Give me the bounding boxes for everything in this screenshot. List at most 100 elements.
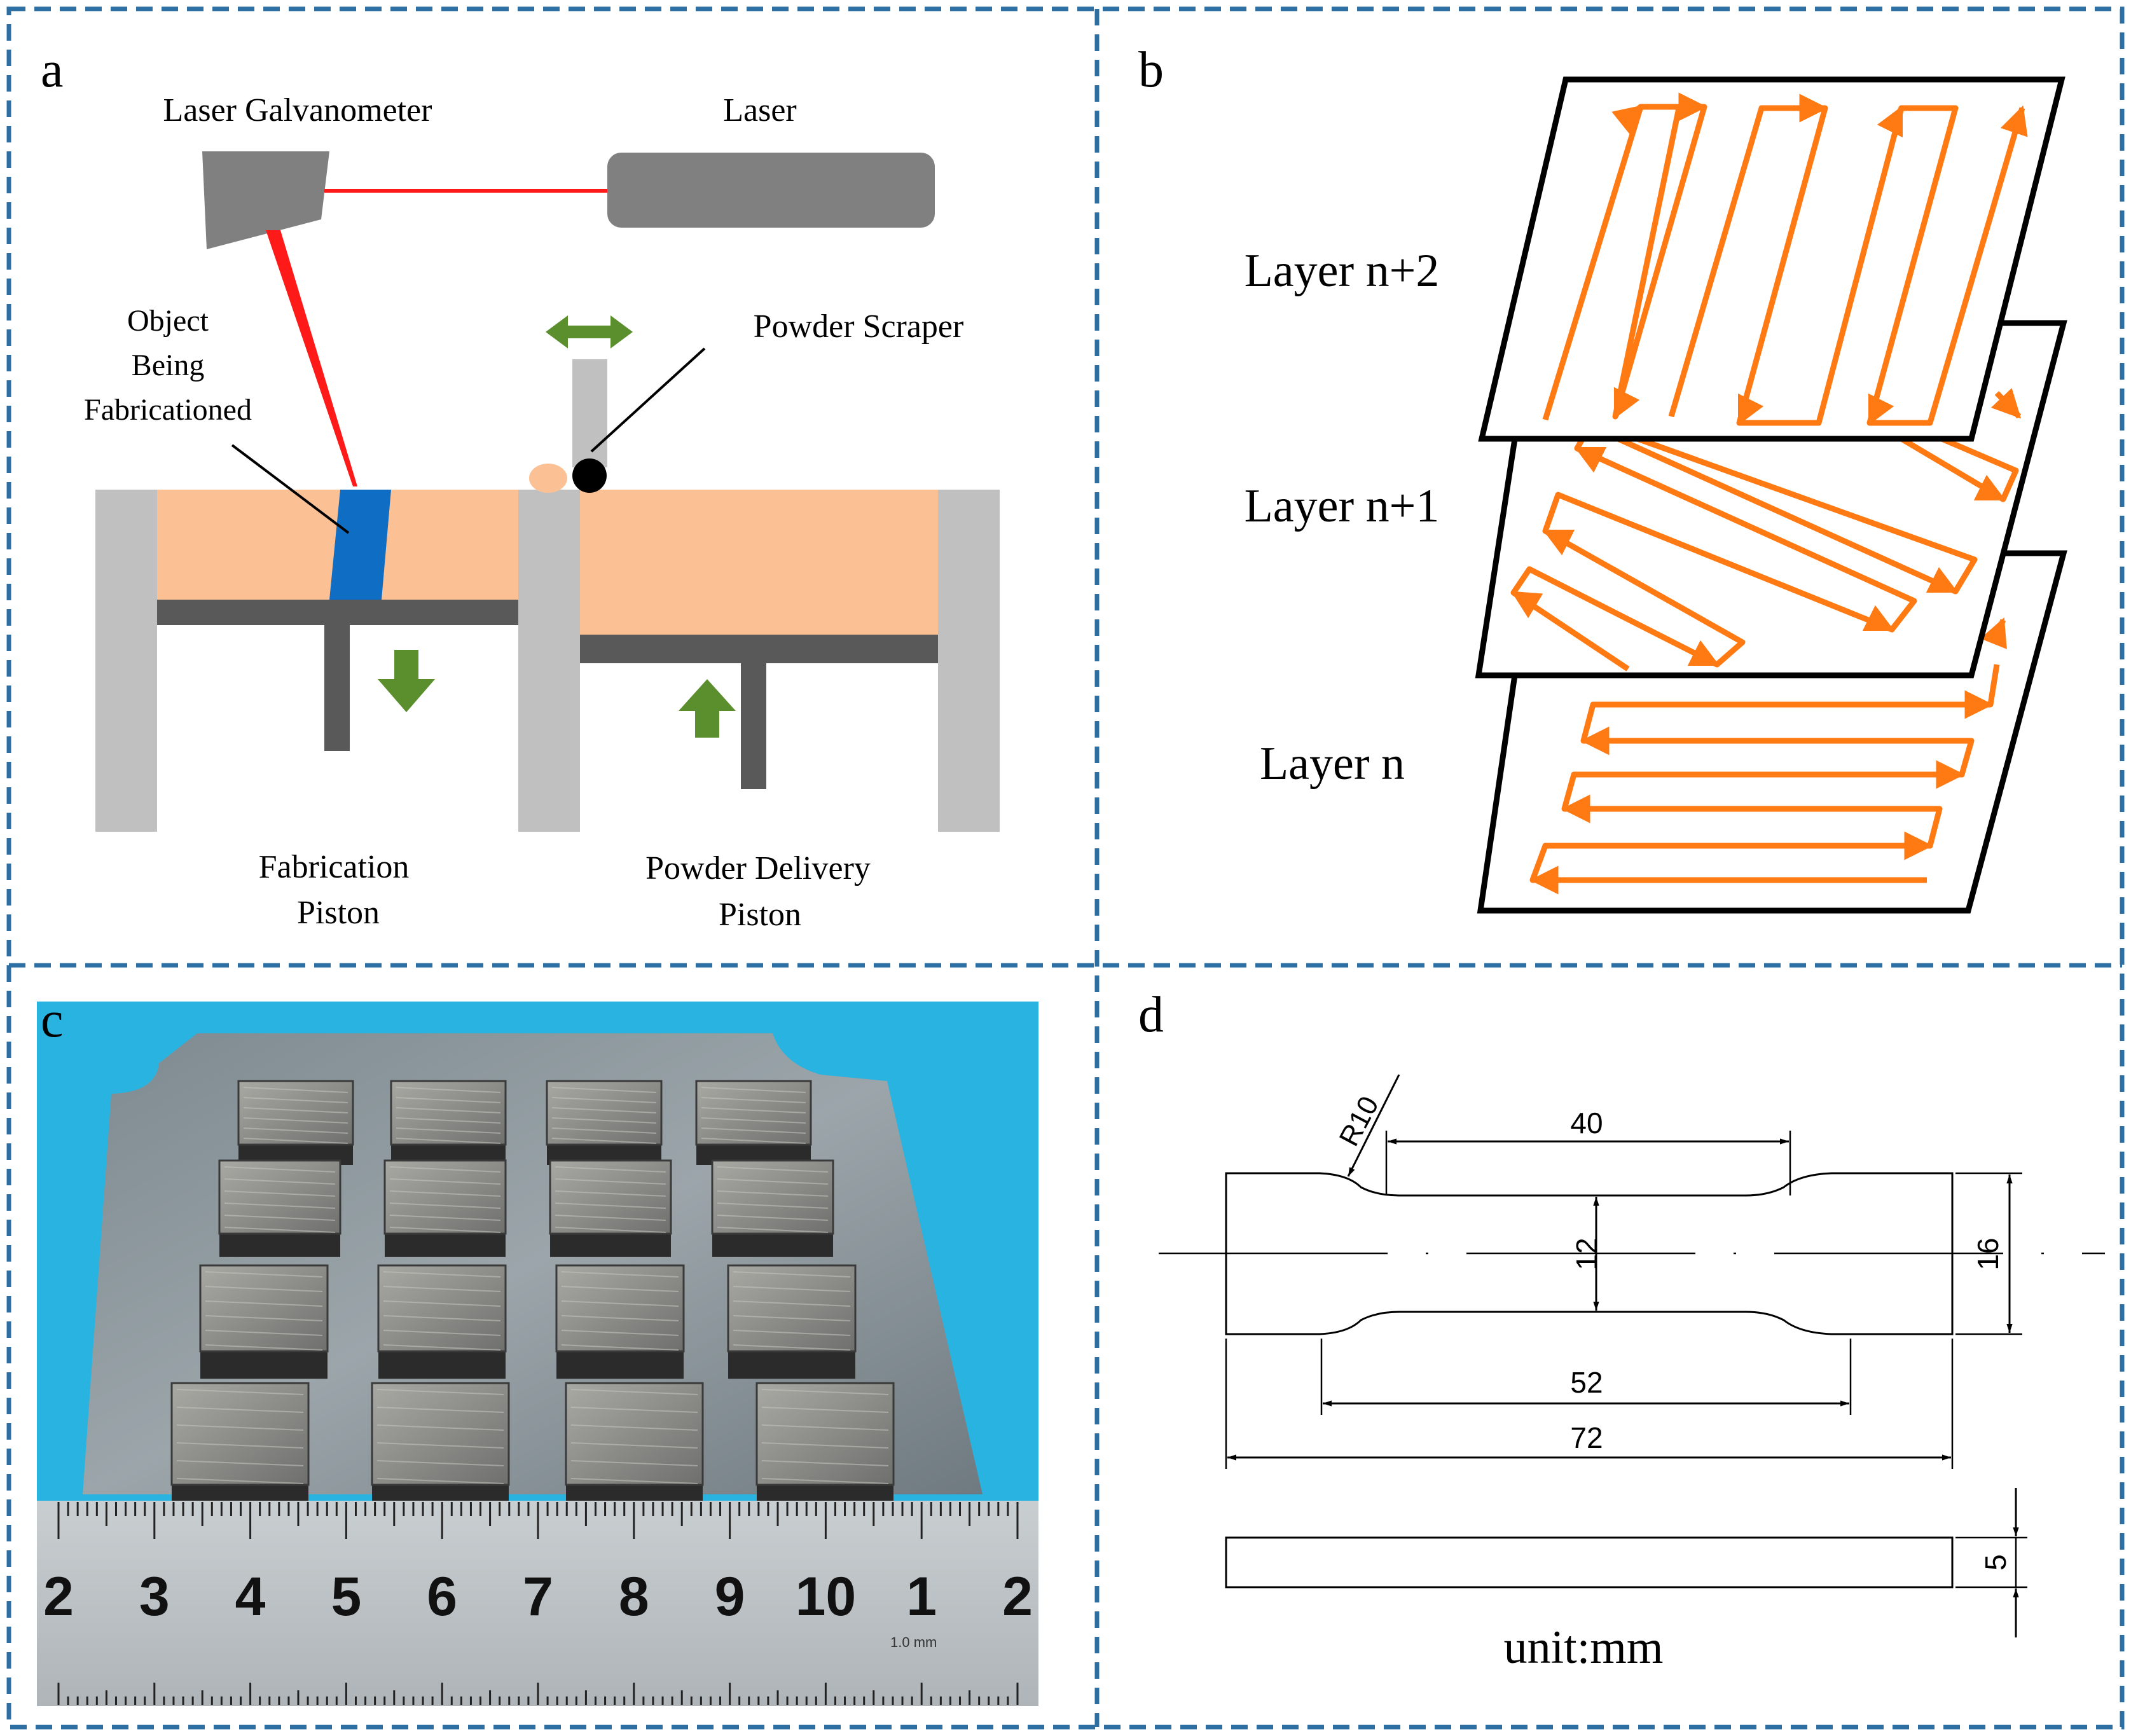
middle-wall <box>518 490 580 832</box>
scan-texture-line <box>243 1127 348 1134</box>
printed-block-top <box>383 1159 507 1235</box>
right-wall <box>938 490 1000 832</box>
layer-n-scan-path <box>1529 617 2007 895</box>
printed-block-top <box>565 1382 704 1486</box>
scan-texture-line <box>717 1190 829 1197</box>
printed-block <box>170 1382 310 1518</box>
layer-n1-scan-path <box>1510 388 2022 672</box>
scan-texture-line <box>761 1442 889 1449</box>
printed-block <box>218 1159 341 1257</box>
scan-texture-line <box>551 1107 657 1113</box>
scan-texture-line <box>555 1178 666 1185</box>
scan-texture-line <box>176 1389 304 1395</box>
panel-c-letter: c <box>41 992 64 1048</box>
scan-texture-line <box>761 1460 889 1466</box>
scan-texture-line <box>396 1117 501 1124</box>
scan-texture-line <box>396 1138 501 1144</box>
printed-block <box>377 1264 507 1379</box>
scan-texture-line <box>555 1215 666 1221</box>
scan-texture-line <box>224 1227 336 1233</box>
printed-block-top <box>218 1159 341 1235</box>
scan-texture-line <box>561 1315 679 1321</box>
panel-b-letter: b <box>1138 42 1164 98</box>
scan-texture-line <box>555 1166 666 1173</box>
delivery-piston-label-line1: Powder Delivery <box>645 850 871 886</box>
scan-texture-line <box>761 1389 889 1395</box>
radius-leader <box>1347 1074 1400 1177</box>
printed-block <box>383 1159 507 1257</box>
printed-block <box>546 1080 663 1165</box>
scan-texture-line <box>570 1460 698 1466</box>
dogbone-specimen <box>1225 1172 1954 1335</box>
ruler-number: 2 <box>1002 1566 1033 1627</box>
scan-texture-line <box>389 1166 501 1173</box>
scan-texture-line <box>205 1330 323 1336</box>
dim-12-label: 12 <box>1570 1237 1603 1270</box>
ruler-number: 3 <box>139 1566 170 1627</box>
scan-texture-line <box>389 1227 501 1233</box>
scan-texture-line <box>733 1330 851 1336</box>
panel-a-letter: a <box>41 42 64 98</box>
galvanometer-head <box>202 151 329 249</box>
ruler-number: 5 <box>331 1566 361 1627</box>
scan-texture-line <box>376 1407 504 1413</box>
scan-texture-line <box>376 1460 504 1466</box>
printed-block-top <box>711 1159 834 1235</box>
scan-texture-line <box>701 1117 806 1124</box>
powder-scraper-label: Powder Scraper <box>754 308 964 345</box>
printed-block <box>565 1382 704 1518</box>
delivery-piston-plate <box>580 635 938 663</box>
scan-texture-line <box>701 1127 806 1134</box>
printed-block <box>727 1264 857 1379</box>
scan-texture-line <box>224 1215 336 1221</box>
scan-texture-line <box>701 1107 806 1113</box>
radius-label: R10 <box>1334 1091 1385 1151</box>
ruler-ticks <box>57 1502 1019 1705</box>
ruler-number: 2 <box>43 1566 74 1627</box>
scan-texture-line <box>383 1330 501 1336</box>
scan-texture-line <box>570 1442 698 1449</box>
scan-texture-line <box>176 1460 304 1466</box>
scan-texture-line <box>551 1087 657 1093</box>
printed-block-side <box>219 1234 340 1257</box>
scan-texture-line <box>396 1097 501 1103</box>
scan-texture-line <box>376 1478 504 1484</box>
ruler-unit-label: 1.0 mm <box>890 1634 937 1650</box>
scraper-roller <box>572 458 607 493</box>
ruler-number: 1 <box>906 1566 937 1627</box>
scan-texture-line <box>243 1107 348 1113</box>
object-pointer-line <box>231 444 350 534</box>
delivery-piston-rod <box>741 663 766 789</box>
scan-texture-line <box>396 1107 501 1113</box>
scan-texture-line <box>176 1478 304 1484</box>
scan-texture-line <box>717 1202 829 1209</box>
printed-block-side <box>728 1351 855 1379</box>
object-label-line1: Object <box>127 304 209 338</box>
scan-texture-line <box>555 1202 666 1209</box>
scan-texture-line <box>701 1087 806 1093</box>
scan-texture-line <box>383 1271 501 1278</box>
ruler-number: 4 <box>235 1566 266 1627</box>
scan-texture-line <box>555 1227 666 1233</box>
powder-pile <box>529 464 567 493</box>
scan-texture-line <box>243 1117 348 1124</box>
scan-texture-line <box>761 1407 889 1413</box>
scan-texture-line <box>389 1190 501 1197</box>
scan-texture-line <box>551 1097 657 1103</box>
printed-block <box>695 1080 812 1165</box>
scraper-pointer-line <box>590 347 706 453</box>
dim-72-label: 72 <box>1570 1421 1603 1454</box>
scan-texture-line <box>205 1300 323 1307</box>
fabrication-piston-plate <box>157 600 518 625</box>
scan-texture-line <box>176 1407 304 1413</box>
ruler-number: 10 <box>796 1566 857 1627</box>
scan-texture-line <box>551 1138 657 1144</box>
powder-scraper-blade <box>572 359 607 467</box>
object-label-line3: Fabricationed <box>84 393 252 427</box>
scan-texture-line <box>733 1286 851 1292</box>
laser-beam-down <box>266 230 357 486</box>
scan-texture-line <box>376 1389 504 1395</box>
scan-texture-line <box>389 1178 501 1185</box>
ruler-number: 8 <box>619 1566 649 1627</box>
